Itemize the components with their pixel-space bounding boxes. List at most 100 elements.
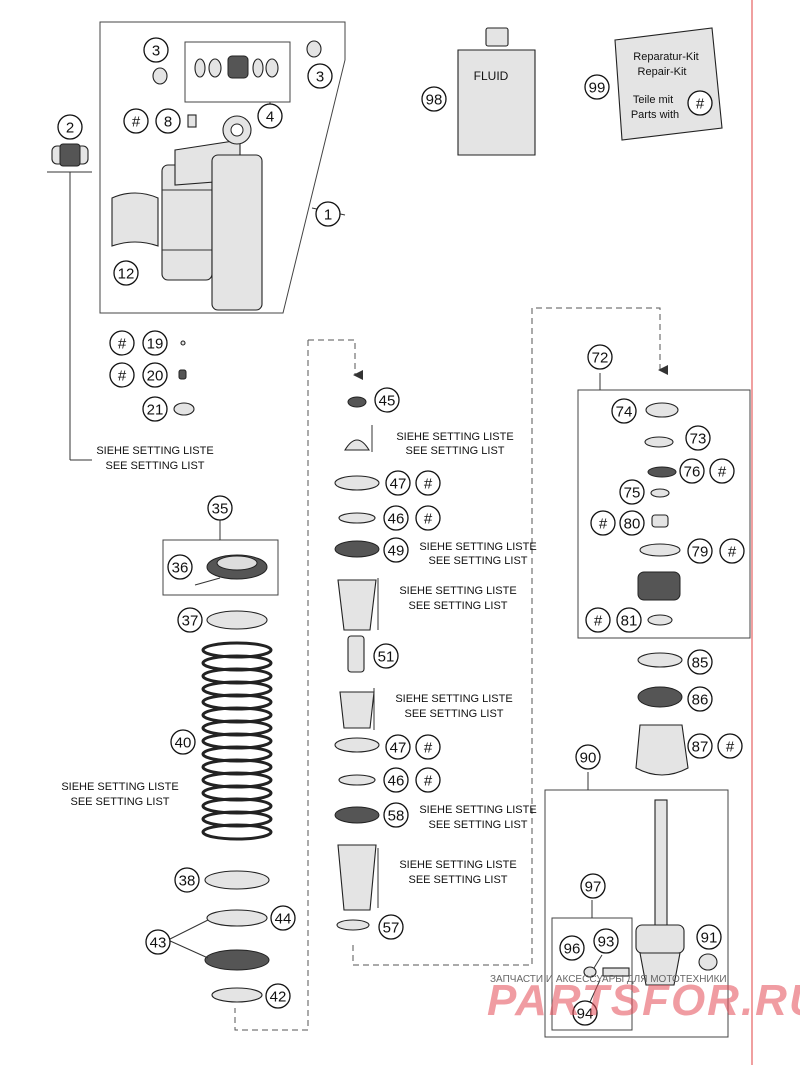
hash-marker: # bbox=[709, 458, 735, 484]
callout-57: 57 bbox=[378, 914, 404, 940]
setting-note: SIEHE SETTING LISTE SEE SETTING LIST bbox=[61, 781, 178, 808]
svg-text:19: 19 bbox=[147, 336, 164, 353]
callout-3: 3 bbox=[307, 63, 333, 89]
svg-text:91: 91 bbox=[701, 930, 718, 947]
callout-80: 80 bbox=[619, 510, 645, 536]
callout-85: 85 bbox=[687, 649, 713, 675]
hash-marker: # bbox=[719, 538, 745, 564]
svg-text:12: 12 bbox=[118, 266, 135, 283]
hash-layer: ############# bbox=[109, 90, 745, 793]
svg-text:85: 85 bbox=[692, 655, 709, 672]
svg-text:#: # bbox=[726, 739, 735, 756]
svg-text:SEE SETTING LIST: SEE SETTING LIST bbox=[408, 874, 507, 886]
svg-text:99: 99 bbox=[589, 80, 606, 97]
svg-text:#: # bbox=[424, 740, 433, 757]
svg-text:#: # bbox=[132, 114, 141, 131]
hash-marker: # bbox=[109, 362, 135, 388]
callout-42: 42 bbox=[265, 983, 291, 1009]
svg-text:SIEHE SETTING LISTE: SIEHE SETTING LISTE bbox=[399, 859, 516, 871]
hash-marker: # bbox=[590, 510, 616, 536]
svg-text:#: # bbox=[728, 544, 737, 561]
callout-46: 46 bbox=[383, 767, 409, 793]
svg-text:75: 75 bbox=[624, 485, 641, 502]
svg-text:72: 72 bbox=[592, 350, 609, 367]
callout-94: 94 bbox=[572, 1000, 598, 1026]
svg-text:SIEHE SETTING LISTE: SIEHE SETTING LISTE bbox=[399, 585, 516, 597]
hash-marker: # bbox=[415, 470, 441, 496]
setting-note: SIEHE SETTING LISTE SEE SETTING LIST bbox=[377, 848, 517, 908]
svg-text:97: 97 bbox=[585, 879, 602, 896]
hash-marker: # bbox=[123, 108, 149, 134]
svg-text:Parts with: Parts with bbox=[631, 109, 679, 121]
fluid-bottle: FLUID bbox=[457, 27, 536, 156]
svg-text:8: 8 bbox=[164, 114, 172, 131]
svg-text:43: 43 bbox=[150, 935, 167, 952]
hash-marker: # bbox=[687, 90, 713, 116]
callout-51: 51 bbox=[373, 643, 399, 669]
svg-text:Teile mit: Teile mit bbox=[633, 94, 673, 106]
spring-coil bbox=[201, 823, 273, 841]
svg-text:47: 47 bbox=[390, 476, 407, 493]
svg-text:SEE SETTING LIST: SEE SETTING LIST bbox=[105, 460, 204, 472]
callout-73: 73 bbox=[685, 425, 711, 451]
svg-text:1: 1 bbox=[324, 207, 332, 224]
callout-91: 91 bbox=[696, 924, 722, 950]
svg-text:94: 94 bbox=[577, 1006, 594, 1023]
svg-text:SIEHE SETTING LISTE: SIEHE SETTING LISTE bbox=[395, 693, 512, 705]
callout-2: 2 bbox=[57, 114, 83, 140]
callout-86: 86 bbox=[687, 686, 713, 712]
svg-text:#: # bbox=[594, 613, 603, 630]
callout-20: 20 bbox=[142, 362, 168, 388]
callout-87: 87 bbox=[687, 733, 713, 759]
callout-79: 79 bbox=[687, 538, 713, 564]
svg-text:2: 2 bbox=[66, 120, 74, 137]
svg-text:3: 3 bbox=[316, 69, 324, 86]
svg-text:SIEHE SETTING LISTE: SIEHE SETTING LISTE bbox=[96, 445, 213, 457]
callout-47: 47 bbox=[385, 470, 411, 496]
callout-46: 46 bbox=[383, 505, 409, 531]
svg-text:49: 49 bbox=[388, 543, 405, 560]
fluid-label: FLUID bbox=[474, 69, 509, 83]
callout-75: 75 bbox=[619, 479, 645, 505]
callout-93: 93 bbox=[593, 928, 619, 954]
svg-text:35: 35 bbox=[212, 501, 229, 518]
callout-81: 81 bbox=[616, 607, 642, 633]
callout-8: 8 bbox=[155, 108, 181, 134]
callout-97: 97 bbox=[580, 873, 606, 899]
callout-72: 72 bbox=[587, 344, 613, 370]
svg-text:38: 38 bbox=[179, 873, 196, 890]
adjuster-part bbox=[47, 143, 92, 461]
svg-text:SIEHE SETTING LISTE: SIEHE SETTING LISTE bbox=[396, 431, 513, 443]
svg-text:58: 58 bbox=[388, 808, 405, 825]
svg-text:SIEHE SETTING LISTE: SIEHE SETTING LISTE bbox=[419, 541, 536, 553]
piston-rod-group bbox=[544, 772, 729, 1038]
hash-marker: # bbox=[415, 767, 441, 793]
svg-text:80: 80 bbox=[624, 516, 641, 533]
spring-group bbox=[162, 520, 279, 1003]
svg-text:81: 81 bbox=[621, 613, 638, 630]
svg-text:79: 79 bbox=[692, 544, 709, 561]
svg-text:45: 45 bbox=[379, 393, 396, 410]
rebound-group bbox=[577, 373, 751, 776]
svg-text:SEE SETTING LIST: SEE SETTING LIST bbox=[405, 445, 504, 457]
svg-text:47: 47 bbox=[390, 740, 407, 757]
svg-text:Repair-Kit: Repair-Kit bbox=[638, 66, 687, 78]
svg-text:57: 57 bbox=[383, 920, 400, 937]
svg-text:SIEHE SETTING LISTE: SIEHE SETTING LISTE bbox=[419, 804, 536, 816]
svg-text:20: 20 bbox=[147, 368, 164, 385]
watermark: ЗАПЧАСТИ И АКСЕССУАРЫ ДЛЯ МОТОТЕХНИКИ PA… bbox=[487, 974, 800, 1025]
callout-19: 19 bbox=[142, 330, 168, 356]
svg-text:SEE SETTING LIST: SEE SETTING LIST bbox=[428, 555, 527, 567]
callout-36: 36 bbox=[167, 554, 193, 580]
svg-text:87: 87 bbox=[692, 739, 709, 756]
svg-text:98: 98 bbox=[426, 92, 443, 109]
svg-text:21: 21 bbox=[147, 402, 164, 419]
callout-76: 76 bbox=[679, 458, 705, 484]
callout-35: 35 bbox=[207, 495, 233, 521]
setting-note: SIEHE SETTING LISTE SEE SETTING LIST bbox=[373, 688, 513, 730]
svg-text:SEE SETTING LIST: SEE SETTING LIST bbox=[408, 600, 507, 612]
svg-text:90: 90 bbox=[580, 750, 597, 767]
svg-text:3: 3 bbox=[152, 43, 160, 60]
svg-text:#: # bbox=[424, 476, 433, 493]
svg-text:40: 40 bbox=[175, 735, 192, 752]
